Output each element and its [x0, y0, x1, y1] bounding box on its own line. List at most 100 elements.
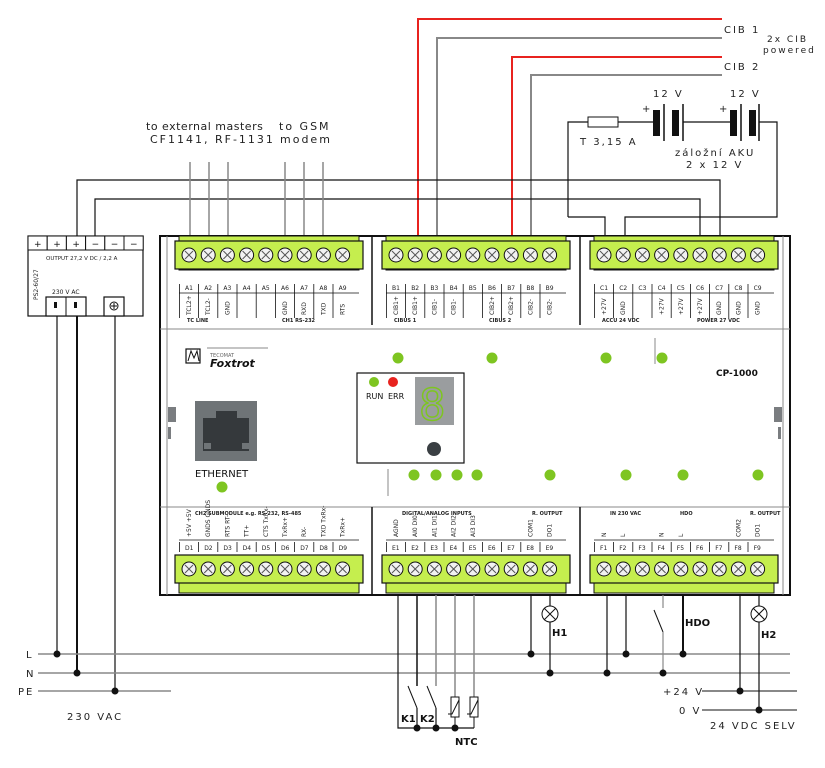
screw-terminal-E8[interactable] [522, 561, 538, 577]
terminal-signal: AI2 DI2 [451, 515, 458, 537]
battery2-voltage: 12 V [730, 89, 761, 100]
screw-terminal-C4[interactable] [654, 247, 670, 263]
screw-terminal-C1[interactable] [596, 247, 612, 263]
screw-terminal-A9[interactable] [335, 247, 351, 263]
din-clip-left-2 [168, 427, 171, 439]
mains-feed-wires [56, 316, 116, 691]
screw-terminal-B5[interactable] [465, 247, 481, 263]
terminal-group-label: TC LINE [187, 318, 209, 324]
terminal-id: B8 [526, 285, 534, 292]
din-clip-right-2 [778, 427, 781, 439]
screw-terminal-A4[interactable] [239, 247, 255, 263]
screw-terminal-C9[interactable] [750, 247, 766, 263]
screw-terminal-D2[interactable] [200, 561, 216, 577]
screw-terminal-F1[interactable] [596, 561, 612, 577]
screw-terminal-A1[interactable] [181, 247, 197, 263]
screw-terminal-F4[interactable] [654, 561, 670, 577]
terminal-signal: COM1 [527, 519, 534, 537]
screw-terminal-F6[interactable] [692, 561, 708, 577]
terminal-signal: CIB2- [547, 299, 554, 315]
screw-terminal-D9[interactable] [335, 561, 351, 577]
screw-terminal-D8[interactable] [315, 561, 331, 577]
terminal-id: F4 [658, 545, 665, 552]
h1-label: H1 [552, 628, 567, 639]
terminal-id: C4 [658, 285, 666, 292]
status-led [486, 352, 498, 364]
terminal-id: E6 [488, 545, 496, 552]
screw-terminal-A7[interactable] [296, 247, 312, 263]
terminal-signal: AI0 DI0 [412, 515, 419, 537]
screw-terminal-E3[interactable] [426, 561, 442, 577]
terminal-id: B4 [450, 285, 458, 292]
terminal-signal: TT+ [244, 525, 251, 538]
svg-text:+: + [642, 104, 650, 115]
terminal-id: E8 [526, 545, 534, 552]
screw-terminal-A8[interactable] [315, 247, 331, 263]
mode-button[interactable] [427, 442, 441, 456]
screw-terminal-E5[interactable] [465, 561, 481, 577]
screw-terminal-A5[interactable] [258, 247, 274, 263]
terminal-signal: AI3 DI3 [470, 515, 477, 537]
ext-masters-label-1: to external masters [146, 120, 263, 133]
screw-terminal-F9[interactable] [750, 561, 766, 577]
screw-terminal-D1[interactable] [181, 561, 197, 577]
screw-terminal-B4[interactable] [446, 247, 462, 263]
cib2-minus-wire [530, 74, 722, 236]
run-label: RUN [366, 392, 383, 401]
terminal-signal: CIB1+ [393, 296, 400, 315]
terminal-signal: AI1 DI1 [431, 515, 438, 537]
screw-terminal-C2[interactable] [615, 247, 631, 263]
brand-name: Foxtrot [210, 357, 256, 370]
screw-terminal-B3[interactable] [426, 247, 442, 263]
screw-terminal-D5[interactable] [258, 561, 274, 577]
terminal-id: C8 [734, 285, 742, 292]
screw-terminal-E9[interactable] [542, 561, 558, 577]
accu-wire [568, 216, 606, 236]
zero-v-label: 0 V [679, 706, 701, 717]
screw-terminal-A6[interactable] [277, 247, 293, 263]
screw-terminal-C5[interactable] [673, 247, 689, 263]
terminal-id: E5 [469, 545, 477, 552]
screw-terminal-F5[interactable] [673, 561, 689, 577]
screw-terminal-C7[interactable] [711, 247, 727, 263]
screw-terminal-B6[interactable] [484, 247, 500, 263]
terminal-block-b [381, 235, 571, 271]
screw-terminal-B9[interactable] [542, 247, 558, 263]
screw-terminal-F3[interactable] [634, 561, 650, 577]
screw-terminal-A3[interactable] [219, 247, 235, 263]
screw-terminal-C6[interactable] [692, 247, 708, 263]
terminal-signal: DO1 [755, 524, 762, 537]
h2-label: H2 [761, 630, 776, 641]
psu-l-terminal [54, 302, 57, 308]
terminal-signal: GND [224, 301, 231, 315]
ethernet-port[interactable] [195, 401, 257, 461]
terminal-block-d [174, 554, 364, 594]
screw-terminal-A2[interactable] [200, 247, 216, 263]
h2-circuit [702, 595, 797, 714]
screw-terminal-E4[interactable] [446, 561, 462, 577]
screw-terminal-F8[interactable] [730, 561, 746, 577]
screw-terminal-C8[interactable] [730, 247, 746, 263]
screw-terminal-D3[interactable] [219, 561, 235, 577]
screw-terminal-B7[interactable] [503, 247, 519, 263]
screw-terminal-C3[interactable] [634, 247, 650, 263]
screw-terminal-B2[interactable] [407, 247, 423, 263]
terminal-signal: DO1 [547, 524, 554, 537]
cib2-plus-wire [511, 56, 722, 236]
screw-terminal-B1[interactable] [388, 247, 404, 263]
screw-terminal-E7[interactable] [503, 561, 519, 577]
terminal-block-c [589, 235, 779, 271]
screw-terminal-B8[interactable] [522, 247, 538, 263]
screw-terminal-E6[interactable] [484, 561, 500, 577]
screw-terminal-D4[interactable] [239, 561, 255, 577]
screw-terminal-E2[interactable] [407, 561, 423, 577]
screw-terminal-E1[interactable] [388, 561, 404, 577]
screw-terminal-F7[interactable] [711, 561, 727, 577]
indicator-leds [216, 352, 764, 493]
screw-terminal-F2[interactable] [615, 561, 631, 577]
screw-terminal-D7[interactable] [296, 561, 312, 577]
screw-terminal-D6[interactable] [277, 561, 293, 577]
brand-tag: TECOMAT [209, 353, 235, 359]
psu-terminal-sign: + [53, 240, 61, 250]
